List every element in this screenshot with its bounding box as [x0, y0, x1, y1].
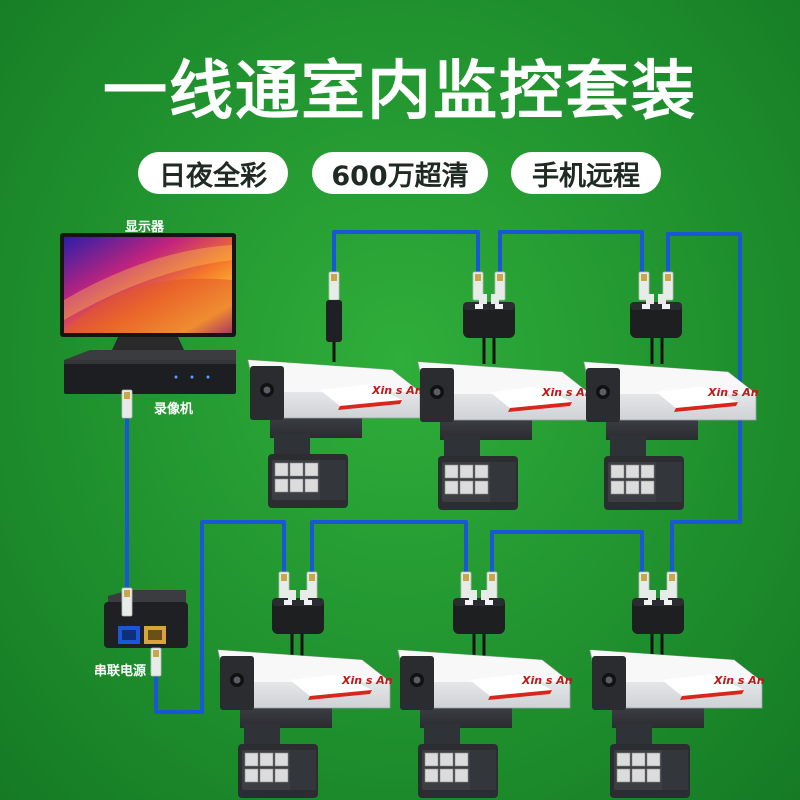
camera-brand-text: Xin s An — [521, 674, 573, 687]
feature-badge-color-night: 日夜全彩 — [138, 152, 288, 194]
nvr-recorder — [64, 350, 236, 394]
junction-box — [453, 571, 505, 660]
monitor-label: 显示器 — [125, 220, 165, 235]
feature-badge-resolution: 600万超清 — [312, 152, 488, 194]
network-cables — [125, 230, 742, 714]
cable-segment — [666, 232, 742, 574]
camera-brand-text: Xin s An — [707, 386, 759, 399]
feature-badge-label: 手机远程 — [532, 160, 640, 192]
junction-box — [272, 571, 324, 660]
security-camera: Xin s An — [589, 649, 765, 799]
recorder-label: 录像机 — [154, 402, 194, 417]
security-camera: Xin s An — [397, 649, 573, 799]
camera-brand-text: Xin s An — [371, 384, 423, 397]
feature-badge-remote: 手机远程 — [511, 152, 661, 194]
junction-box — [630, 271, 682, 364]
security-camera: Xin s An — [417, 361, 593, 511]
rj45-connector — [150, 647, 162, 677]
rj45-connector — [121, 587, 133, 617]
security-camera: Xin s An — [247, 359, 423, 509]
camera-brand-text: Xin s An — [541, 386, 593, 399]
camera-brand-text: Xin s An — [713, 674, 765, 687]
cable-segment — [154, 520, 286, 714]
feature-badge-label: 600万超清 — [331, 160, 469, 192]
security-camera: Xin s An — [583, 361, 759, 511]
page-title: 一线通室内监控套装 — [103, 55, 697, 129]
cable-segment — [332, 230, 480, 274]
cable-segment — [490, 530, 644, 574]
camera-1-link — [326, 271, 342, 362]
cable-segment — [498, 230, 644, 274]
monitor — [60, 233, 236, 350]
serial-power-supply — [104, 590, 188, 648]
power-supply-label: 串联电源 — [94, 664, 147, 679]
junction-box — [632, 571, 684, 660]
camera-brand-text: Xin s An — [341, 674, 393, 687]
junction-box — [463, 271, 515, 364]
rj45-connector — [121, 389, 133, 419]
security-camera: Xin s An — [217, 649, 393, 799]
feature-badge-label: 日夜全彩 — [159, 160, 267, 192]
cable-segment — [310, 520, 468, 574]
